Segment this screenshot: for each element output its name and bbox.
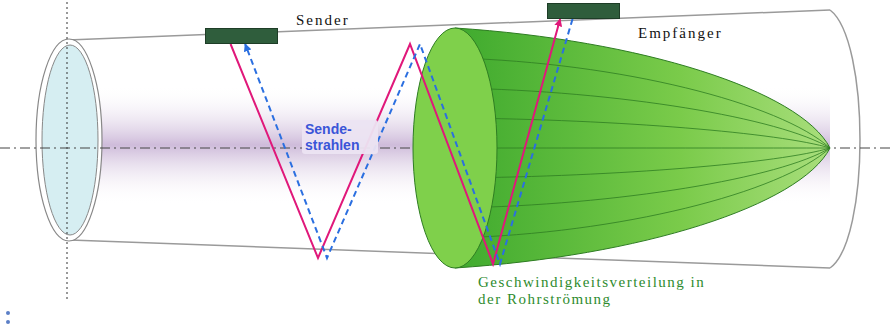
profile-line <box>455 118 830 148</box>
velocity-profile <box>455 28 830 268</box>
profile-line <box>455 148 830 149</box>
profile-line <box>455 88 830 148</box>
transducer-box <box>205 28 278 44</box>
beam-label: Sende- strahlen <box>302 120 378 154</box>
profile-caption: Geschwindigkeitsverteilung in der Rohrst… <box>478 274 728 308</box>
profile-line <box>455 58 830 148</box>
ultrasound-beam <box>245 19 572 264</box>
axis-line <box>67 2 68 300</box>
pipe-bore <box>42 45 98 235</box>
bullet <box>6 320 10 324</box>
pipe-end <box>830 10 860 268</box>
transducer: Empfänger <box>547 3 723 42</box>
profile-lines <box>455 58 830 238</box>
pipe-end <box>36 39 102 241</box>
transducer-label: Sender <box>296 12 350 29</box>
ultrasound-beam <box>231 19 561 264</box>
profile-line <box>455 148 830 178</box>
profile-face <box>413 28 497 268</box>
transducer: Sender <box>205 12 350 44</box>
transducer-box <box>547 3 620 19</box>
transducer-label: Empfänger <box>638 25 723 42</box>
bullet <box>6 311 10 315</box>
